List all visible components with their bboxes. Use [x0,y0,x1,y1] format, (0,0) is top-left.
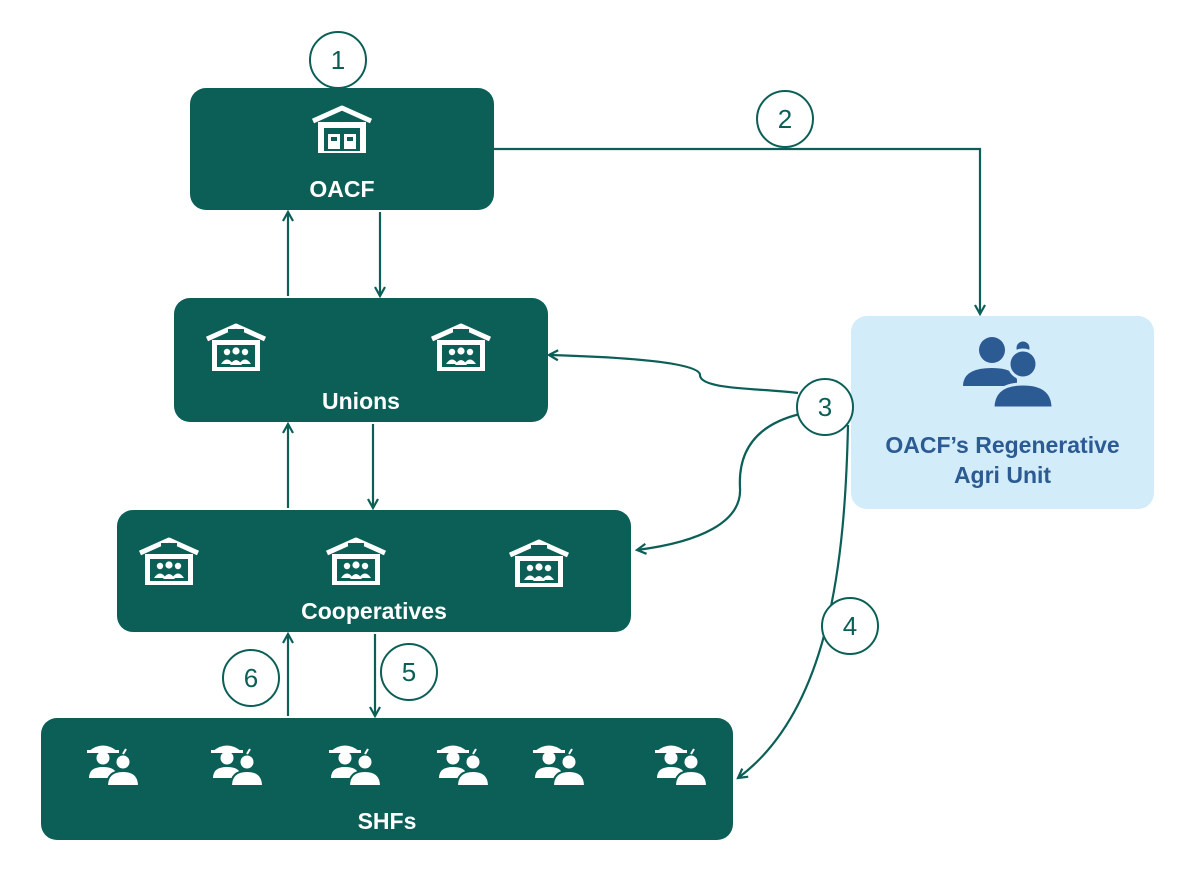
step-6-badge: 6 [222,649,280,707]
farmer-icon [533,745,587,787]
step-4-badge: 4 [821,597,879,655]
oacf-node: OACF [190,88,494,210]
agri-unit-label-line1: OACF’s Regenerative [885,432,1120,458]
cooperatives-node: Cooperatives [117,510,631,632]
step-1-badge: 1 [309,31,367,89]
farmer-icon [87,745,141,787]
group-building-icon [325,537,387,585]
shfs-label: SHFs [357,808,417,834]
farmer-icon [437,745,491,787]
people-icon [963,337,1055,410]
arrow-oacf-to-agri-unit [494,147,980,314]
group-building-icon [508,539,570,587]
warehouse-icon [311,105,373,153]
unions-node: Unions [174,298,548,422]
oacf-label: OACF [309,176,375,202]
cooperatives-label: Cooperatives [301,598,447,624]
arrow-agri-to-coops [637,412,801,550]
arrow-agri-to-unions [549,355,799,395]
step-3-badge: 3 [796,378,854,436]
arrow-agri-to-shfs [738,424,850,778]
step-2-badge: 2 [756,90,814,148]
step-5-badge: 5 [380,643,438,701]
agri-unit-label-line2: Agri Unit [953,462,1052,488]
group-building-icon [138,537,200,585]
group-building-icon [430,323,492,371]
shfs-node: SHFs [41,718,733,840]
agri-unit-node: OACF’s Regenerative Agri Unit [851,316,1154,509]
group-building-icon [205,323,267,371]
farmer-icon [329,745,383,787]
farmer-icon [655,745,709,787]
farmer-icon [211,745,265,787]
unions-label: Unions [322,388,400,414]
